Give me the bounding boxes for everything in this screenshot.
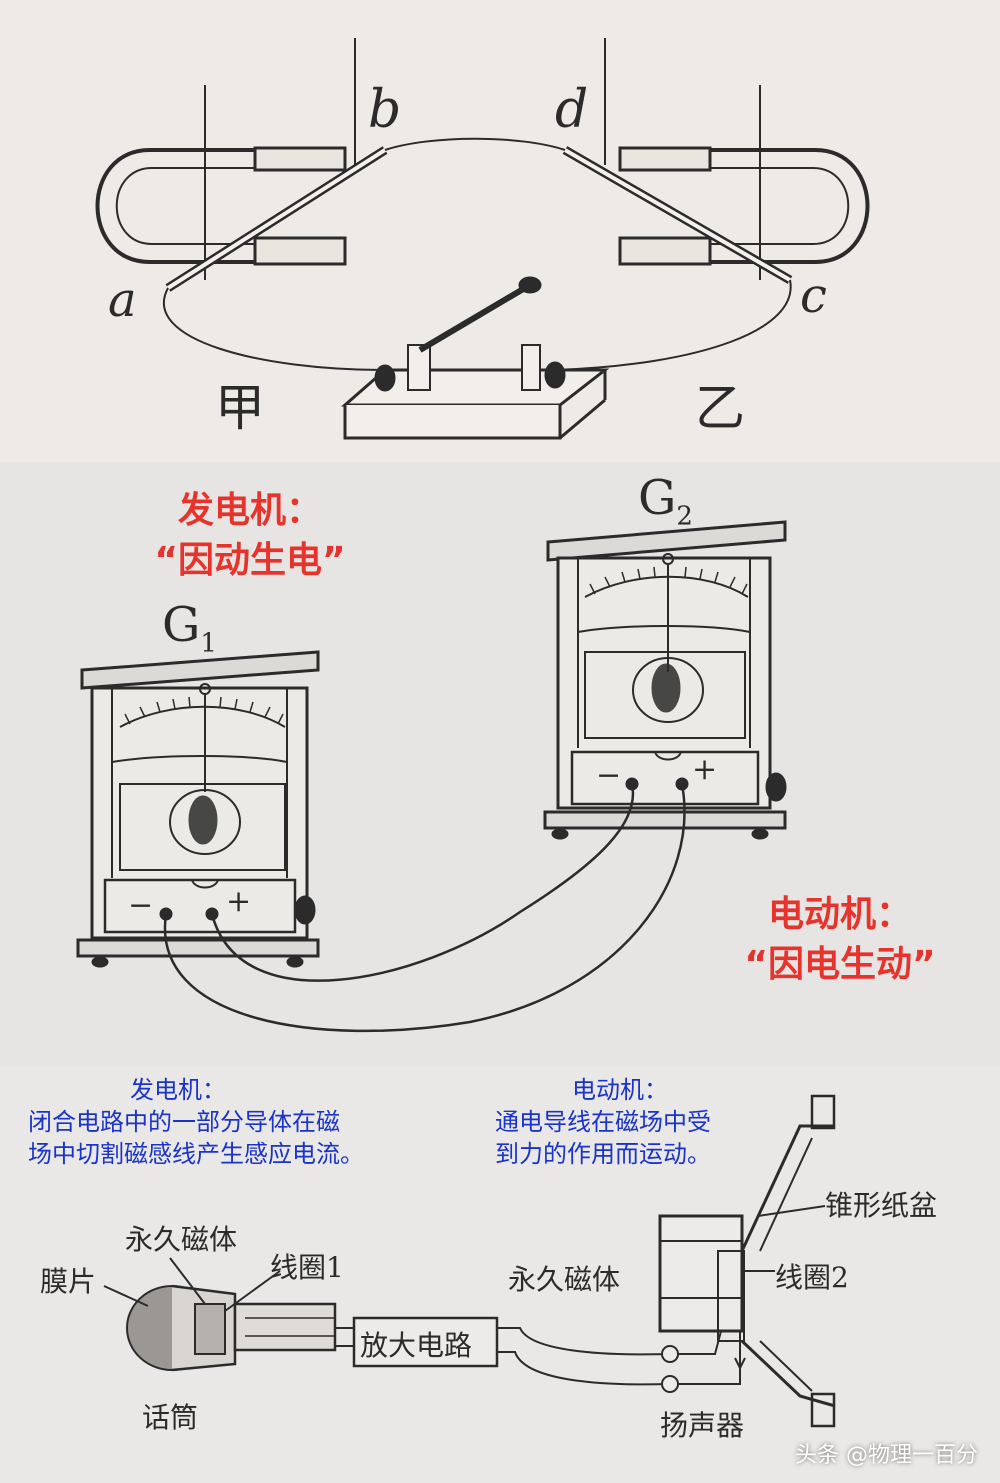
microphone-drawing (103, 1257, 337, 1372)
magnet-rails-diagram (95, 38, 870, 440)
g2-plus-terminal-label: + (692, 752, 718, 787)
g2-name: G (638, 470, 677, 526)
label-b: b (368, 80, 402, 140)
bottom-panel-microphone-speaker: 发电机： 闭合电路中的一部分导体在磁 场中切割磁感线产生感应电流。 电动机： 通… (0, 1066, 1000, 1483)
g1-subscript: 1 (200, 628, 217, 659)
label-diaphragm: 膜片 (40, 1265, 97, 1298)
label-coil1: 线圈1 (270, 1251, 344, 1284)
label-speaker: 扬声器 (660, 1409, 745, 1442)
microphone-speaker-diagram (103, 1094, 836, 1428)
wire-c-switch (554, 279, 792, 371)
label-cone: 锥形纸盆 (825, 1189, 938, 1222)
motor-note-line1: 通电导线在磁场中受 (495, 1108, 711, 1136)
motor-note-line2: 到力的作用而运动。 (495, 1140, 711, 1168)
label-c: c (800, 268, 827, 324)
label-permanent-magnet-right: 永久磁体 (508, 1263, 621, 1296)
g2-subscript: 2 (676, 501, 693, 532)
left-u-magnet (95, 148, 345, 264)
right-u-magnet (620, 148, 870, 264)
label-microphone: 话筒 (142, 1401, 199, 1434)
generator-title: 发电机： (177, 490, 322, 531)
galvanometer-g1 (76, 650, 320, 968)
generator-note-title: 发电机： (130, 1076, 226, 1104)
g1-label: G1 (162, 597, 217, 659)
motor-note-title: 电动机： (572, 1076, 668, 1104)
g1-minus-terminal-label: − (128, 888, 154, 923)
generator-note-line1: 闭合电路中的一部分导体在磁 (28, 1108, 340, 1136)
label-yi: 乙 (695, 379, 745, 437)
motor-title: 电动机： (767, 894, 912, 935)
label-permanent-magnet-left: 永久磁体 (125, 1223, 238, 1256)
label-amplifier: 放大电路 (360, 1329, 473, 1362)
galvanometers-diagram (76, 520, 787, 1033)
middle-panel-galvanometers: G1 G2 − + − + 发电机： “因动生电” 电动机： “因电生动” (0, 462, 1000, 1066)
label-jia: 甲 (215, 379, 265, 437)
label-d: d (555, 80, 589, 140)
watermark: 头条 @物理一百分 (795, 1443, 978, 1468)
g1-plus-terminal-label: + (226, 884, 252, 919)
speaker-drawing (658, 1094, 836, 1428)
wire-a-switch (162, 287, 386, 371)
wire-g1-plus-g2-minus (210, 783, 635, 982)
g2-minus-terminal-label: − (596, 758, 622, 793)
motor-callout: 电动机： “因电生动” (690, 890, 990, 990)
wire-bd (384, 137, 566, 151)
galvanometer-g2 (543, 520, 787, 840)
motor-slogan: “因电生动” (744, 944, 936, 985)
wire-g1-minus-g2-plus (163, 783, 686, 1033)
g2-label: G2 (638, 470, 693, 532)
amplifier-box (352, 1316, 499, 1368)
generator-note: 发电机： 闭合电路中的一部分导体在磁 场中切割磁感线产生感应电流。 (28, 1074, 458, 1170)
motor-note: 电动机： 通电导线在磁场中受 到力的作用而运动。 (495, 1074, 795, 1170)
generator-slogan: “因动生电” (154, 540, 346, 581)
g1-name: G (162, 597, 201, 653)
label-a: a (108, 272, 137, 328)
top-panel-magnets-diagram: a b d c 甲 乙 (0, 0, 1000, 462)
generator-callout: 发电机： “因动生电” (100, 486, 400, 586)
label-coil2: 线圈2 (775, 1261, 849, 1294)
generator-note-line2: 场中切割磁感线产生感应电流。 (28, 1140, 364, 1168)
